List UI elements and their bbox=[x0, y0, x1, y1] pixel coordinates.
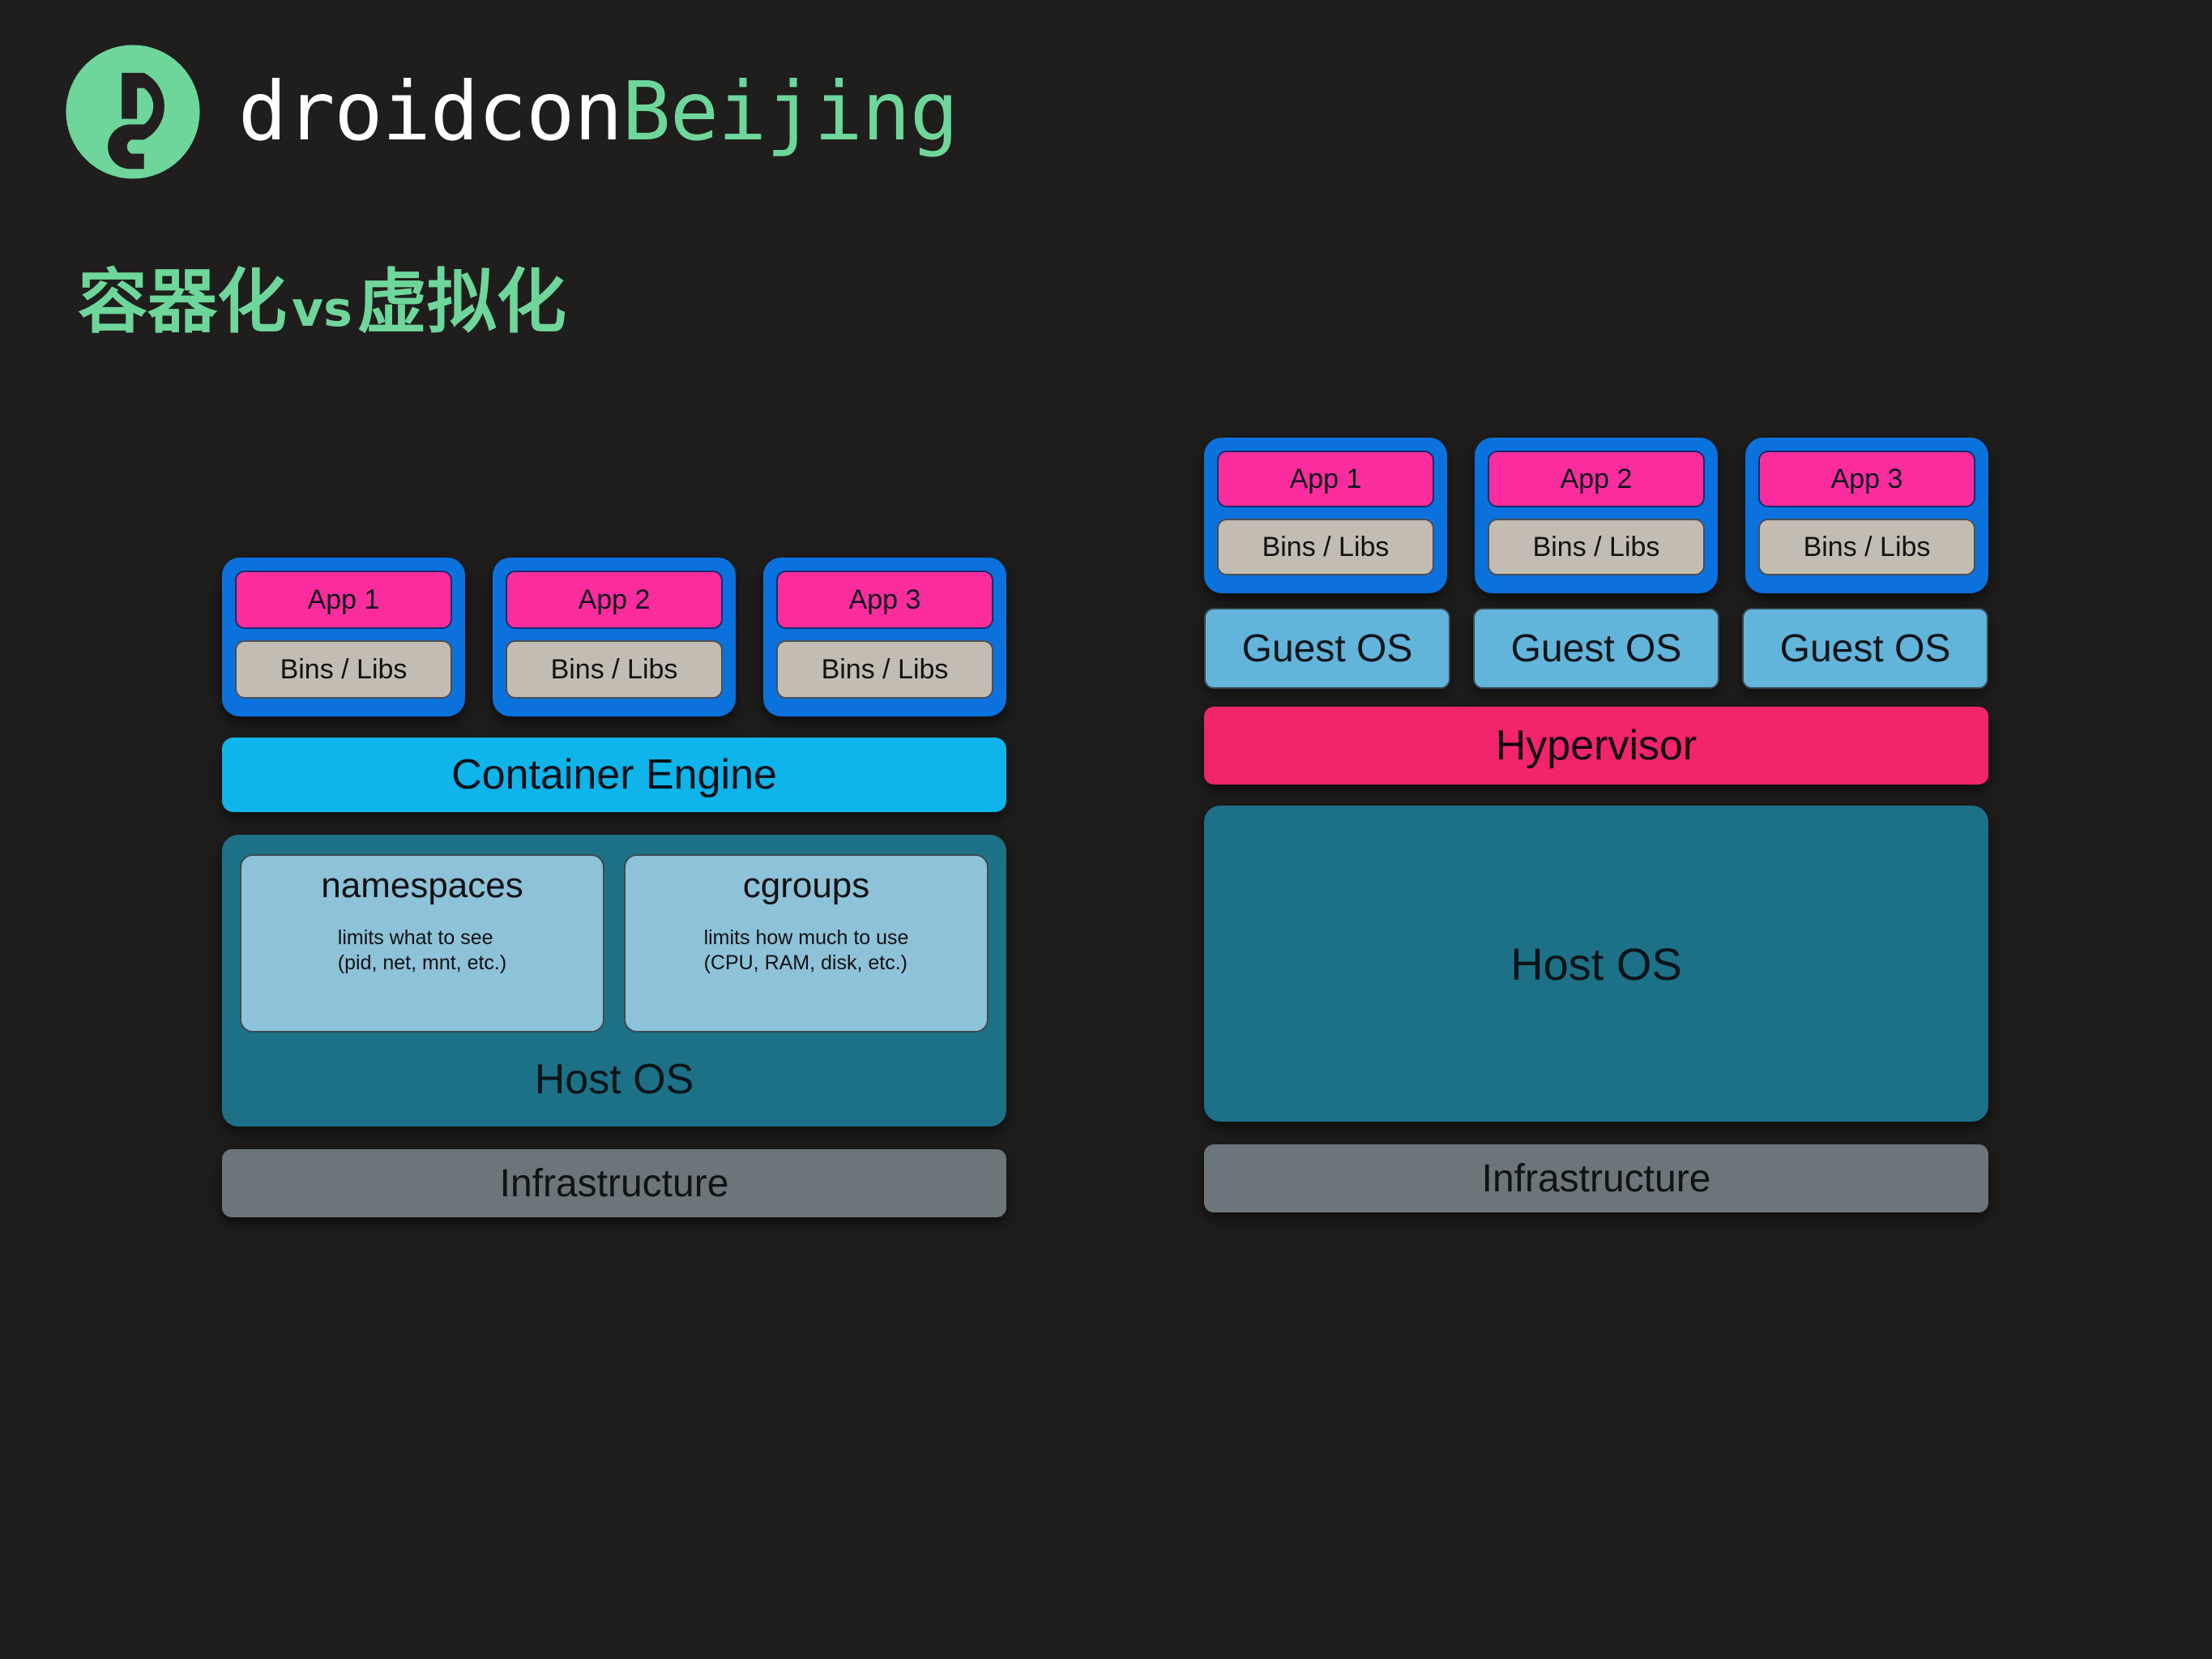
droidcon-logo-icon bbox=[66, 45, 200, 179]
guest-os-row: Guest OS Guest OS Guest OS bbox=[1204, 608, 1988, 689]
vm-apps-row: App 1 Bins / Libs App 2 Bins / Libs App … bbox=[1204, 438, 1988, 593]
bins-libs-label: Bins / Libs bbox=[1758, 519, 1975, 575]
container-host-os-layer: namespaces limits what to see (pid, net,… bbox=[222, 835, 1006, 1127]
bins-libs-label: Bins / Libs bbox=[1217, 519, 1434, 575]
vm-app-card: App 3 Bins / Libs bbox=[1745, 438, 1988, 593]
container-card: App 2 Bins / Libs bbox=[493, 558, 736, 716]
vm-infrastructure-layer: Infrastructure bbox=[1204, 1144, 1988, 1212]
vm-host-os-layer: Host OS bbox=[1204, 806, 1988, 1122]
kernel-feature-title: cgroups bbox=[742, 866, 870, 905]
brand-name-droidcon: droidcon bbox=[238, 64, 623, 159]
bins-libs-label: Bins / Libs bbox=[1488, 519, 1705, 575]
kernel-feature-namespaces: namespaces limits what to see (pid, net,… bbox=[240, 854, 604, 1033]
brand-name-beijing: Beijing bbox=[621, 64, 959, 159]
kernel-features-row: namespaces limits what to see (pid, net,… bbox=[240, 854, 989, 1033]
containerization-diagram: App 1 Bins / Libs App 2 Bins / Libs App … bbox=[222, 558, 1006, 1217]
container-apps-row: App 1 Bins / Libs App 2 Bins / Libs App … bbox=[222, 558, 1006, 716]
app-label: App 2 bbox=[1488, 451, 1705, 507]
app-label: App 1 bbox=[1217, 451, 1434, 507]
vm-app-card: App 2 Bins / Libs bbox=[1475, 438, 1718, 593]
kernel-feature-description: limits what to see (pid, net, mnt, etc.) bbox=[337, 926, 507, 974]
guest-os-layer: Guest OS bbox=[1204, 608, 1450, 689]
container-engine-layer: Container Engine bbox=[222, 738, 1006, 812]
guest-os-layer: Guest OS bbox=[1742, 608, 1988, 689]
app-label: App 3 bbox=[776, 571, 993, 629]
kernel-feature-title: namespaces bbox=[321, 866, 523, 905]
container-card: App 3 Bins / Libs bbox=[763, 558, 1006, 716]
brand-wordmark: droidconBeijing bbox=[238, 71, 959, 152]
vm-app-card: App 1 Bins / Libs bbox=[1204, 438, 1447, 593]
bins-libs-label: Bins / Libs bbox=[776, 640, 993, 699]
app-label: App 2 bbox=[506, 571, 723, 629]
brand-header: droidconBeijing bbox=[63, 42, 959, 182]
guest-os-layer: Guest OS bbox=[1473, 608, 1719, 689]
kernel-feature-description: limits how much to use (CPU, RAM, disk, … bbox=[703, 926, 909, 974]
app-label: App 1 bbox=[235, 571, 452, 629]
bins-libs-label: Bins / Libs bbox=[235, 640, 452, 699]
page-title-right: 虚拟化 bbox=[357, 262, 566, 343]
app-label: App 3 bbox=[1758, 451, 1975, 507]
host-os-label: Host OS bbox=[534, 1056, 694, 1103]
virtualization-diagram: App 1 Bins / Libs App 2 Bins / Libs App … bbox=[1204, 438, 1988, 1212]
hypervisor-layer: Hypervisor bbox=[1204, 707, 1988, 785]
container-infrastructure-layer: Infrastructure bbox=[222, 1149, 1006, 1217]
container-card: App 1 Bins / Libs bbox=[222, 558, 465, 716]
page-title-vs: vs bbox=[292, 281, 352, 338]
bins-libs-label: Bins / Libs bbox=[506, 640, 723, 699]
page-title-left: 容器化 bbox=[78, 262, 287, 343]
kernel-feature-cgroups: cgroups limits how much to use (CPU, RAM… bbox=[624, 854, 989, 1033]
